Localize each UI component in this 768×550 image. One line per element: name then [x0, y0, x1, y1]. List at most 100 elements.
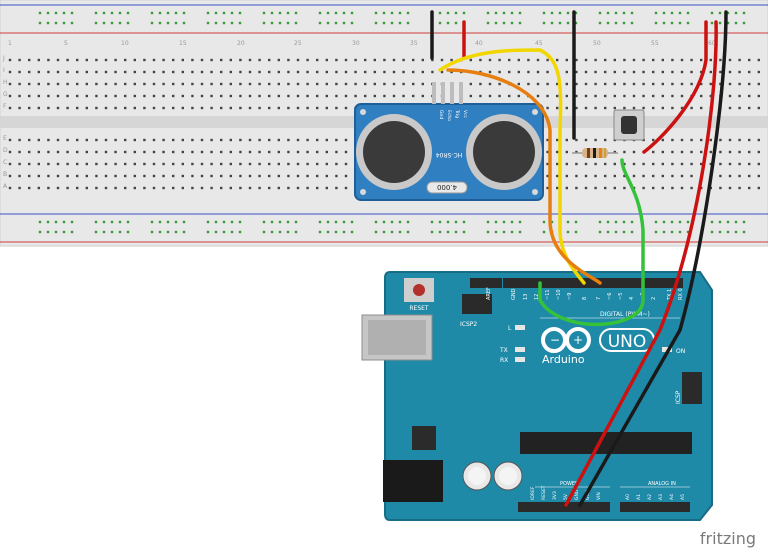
breadboard-hole	[37, 82, 40, 86]
breadboard-hole	[354, 58, 357, 62]
breadboard-hole	[229, 94, 232, 98]
breadboard-hole	[258, 150, 261, 154]
wire-green[interactable]	[538, 158, 645, 327]
breadboard-hole	[335, 186, 338, 190]
ultrasonic-sensor[interactable]: HC-SR04 4.000 Vcc Trig Echo Gnd	[354, 82, 544, 201]
sensor-pin-label: Vcc	[462, 110, 468, 119]
rail-hole	[686, 220, 690, 224]
breadboard-hole	[748, 82, 751, 86]
breadboard-hole	[239, 106, 242, 110]
reset-button[interactable]	[413, 284, 425, 296]
breadboard-hole	[47, 138, 50, 142]
rail-hole	[350, 11, 354, 15]
breadboard-hole	[306, 138, 309, 142]
breadboard-hole	[220, 138, 223, 142]
breadboard-hole	[623, 162, 626, 166]
breadboard-hole	[335, 174, 338, 178]
breadboard-hole	[412, 58, 415, 62]
rail-hole	[670, 220, 674, 224]
breadboard-hole	[200, 94, 204, 98]
breadboard-hole	[652, 186, 655, 190]
breadboard-hole	[239, 186, 242, 190]
wire-button-red[interactable]	[642, 20, 708, 154]
rail-hole	[150, 220, 154, 224]
column-number: 35	[410, 40, 418, 47]
breadboard-hole	[277, 58, 280, 62]
rail-hole	[294, 21, 298, 25]
breadboard-hole	[133, 106, 136, 110]
breadboard-hole	[556, 150, 559, 154]
breadboard-hole	[680, 70, 684, 74]
l-led-label: L	[508, 325, 512, 332]
sensor-pin-labels: Vcc Trig Echo Gnd	[438, 109, 468, 121]
breadboard-hole	[325, 70, 328, 74]
breadboard-hole	[584, 94, 588, 98]
rail-hole	[446, 230, 450, 234]
breadboard-hole	[335, 94, 338, 98]
wire-gnd-black[interactable]	[578, 10, 728, 507]
breadboard-hole	[412, 70, 415, 74]
rail-hole	[438, 11, 442, 15]
breadboard-hole	[700, 70, 703, 74]
breadboard-hole	[738, 82, 741, 86]
breadboard-hole	[748, 70, 751, 74]
rail-hole	[614, 21, 618, 25]
breadboard-hole	[652, 94, 655, 98]
breadboard-hole	[277, 162, 280, 166]
sensor-header-pin	[450, 82, 454, 104]
rail-hole	[398, 230, 402, 234]
rail-hole	[718, 220, 722, 224]
breadboard-hole	[56, 174, 60, 178]
breadboard-hole	[728, 186, 732, 190]
breadboard-hole	[162, 162, 165, 166]
resistor[interactable]	[572, 148, 618, 158]
breadboard-hole	[181, 186, 184, 190]
breadboard-hole	[575, 58, 578, 62]
breadboard-hole	[191, 70, 194, 74]
breadboard-hole	[392, 58, 396, 62]
arduino-brand: Arduino	[542, 353, 585, 366]
rail-hole	[286, 21, 290, 25]
breadboard-hole	[248, 70, 252, 74]
breadboard-hole	[604, 94, 607, 98]
breadboard-hole	[402, 94, 405, 98]
wire-yellow[interactable]	[438, 48, 586, 285]
rail-hole	[574, 220, 578, 224]
breadboard-hole	[335, 162, 338, 166]
breadboard-hole	[258, 58, 261, 62]
breadboard-hole	[748, 106, 751, 110]
breadboard-hole	[124, 186, 127, 190]
digital-pin-label: 4	[629, 297, 635, 300]
rail-hole	[518, 21, 522, 25]
breadboard-hole	[76, 162, 79, 166]
rail-hole	[686, 230, 690, 234]
rail-hole	[390, 220, 394, 224]
rail-hole	[94, 11, 98, 15]
breadboard-hole	[604, 106, 607, 110]
breadboard-hole	[316, 106, 319, 110]
rail-hole	[606, 21, 610, 25]
rail-hole	[238, 220, 242, 224]
breadboard-hole	[18, 70, 21, 74]
breadboard-hole	[143, 138, 146, 142]
rail-hole	[294, 220, 298, 224]
breadboard-hole	[268, 58, 271, 62]
fritzing-brand: fritzing	[700, 529, 756, 548]
breadboard-hole	[594, 138, 597, 142]
push-button[interactable]	[613, 109, 645, 141]
breadboard-hole	[479, 58, 482, 62]
breadboard-hole	[191, 106, 194, 110]
breadboard-hole	[172, 186, 175, 190]
breadboard-hole	[748, 150, 751, 154]
breadboard-hole	[162, 138, 165, 142]
wire-orange[interactable]	[446, 68, 602, 285]
breadboard-hole	[652, 150, 655, 154]
breadboard-hole	[508, 70, 511, 74]
rail-hole	[150, 230, 154, 234]
breadboard-hole	[287, 150, 290, 154]
row-letter: C	[3, 159, 7, 166]
rail-hole	[206, 21, 210, 25]
rail-hole	[502, 11, 506, 15]
arduino-uno[interactable]: RESET ICSP2 AREF GND 13 12 ~11 ~10 ~9 8 …	[361, 271, 713, 521]
wire-5v-red[interactable]	[564, 20, 718, 507]
